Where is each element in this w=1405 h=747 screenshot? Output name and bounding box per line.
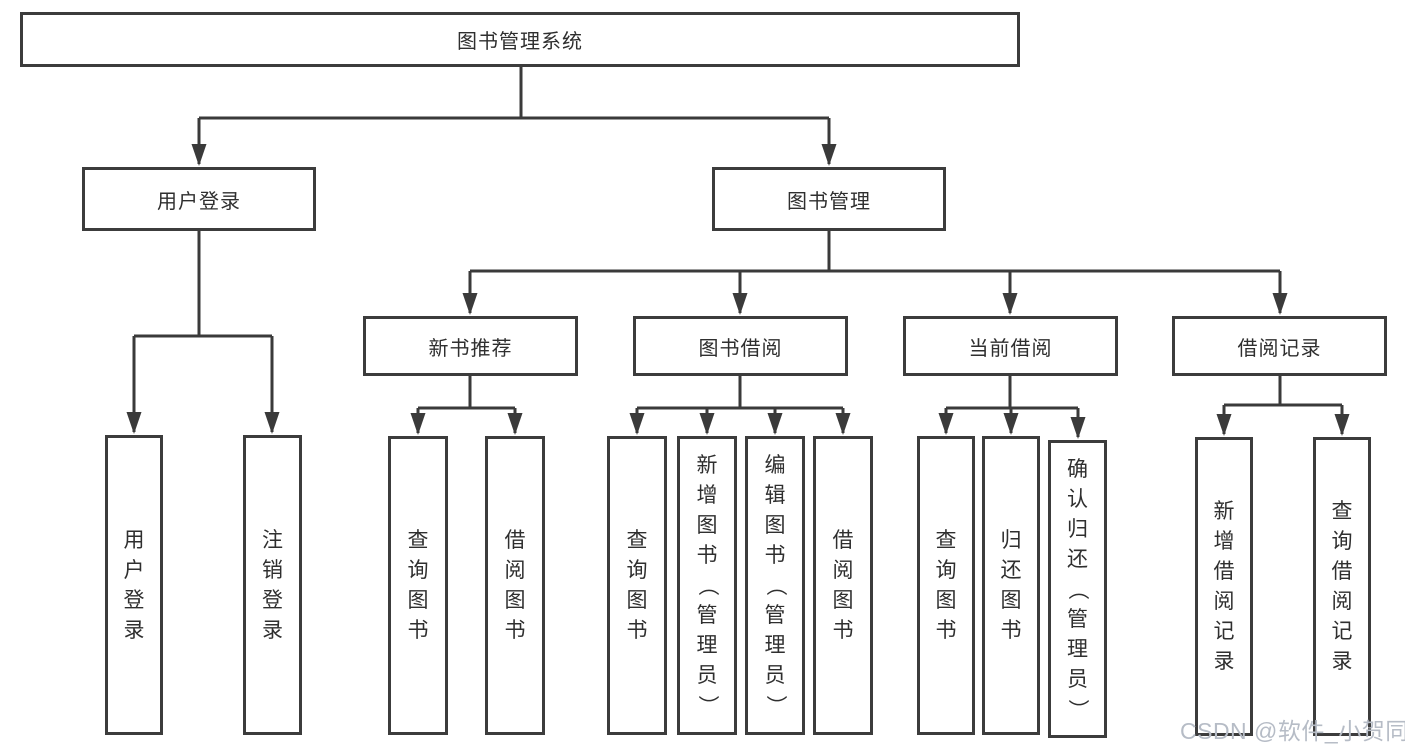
leaf-nbr-borrow-books: 借阅图书: [485, 436, 545, 735]
node-book-management: 图书管理: [712, 167, 946, 231]
node-borrowing-records: 借阅记录: [1172, 316, 1387, 376]
node-book-borrowing: 图书借阅: [633, 316, 848, 376]
node-new-book-recommendation: 新书推荐: [363, 316, 578, 376]
node-library-management-system: 图书管理系统: [20, 12, 1020, 67]
leaf-user-login: 用户登录: [105, 435, 163, 735]
leaf-logout: 注销登录: [243, 435, 302, 735]
leaf-cb-query-books: 查询图书: [917, 436, 975, 735]
leaf-br-add-record: 新增借阅记录: [1195, 437, 1253, 736]
node-current-borrowing: 当前借阅: [903, 316, 1118, 376]
leaf-cb-confirm-return-admin: 确认归还（管理员）: [1048, 440, 1107, 738]
leaf-bb-add-books-admin: 新增图书（管理员）: [677, 436, 737, 735]
leaf-bb-edit-books-admin: 编辑图书（管理员）: [745, 436, 805, 735]
csdn-watermark: CSDN @软件_小贺同学: [1180, 718, 1405, 744]
leaf-br-query-record: 查询借阅记录: [1313, 437, 1371, 736]
leaf-bb-borrow-books: 借阅图书: [813, 436, 873, 735]
leaf-cb-return-books: 归还图书: [982, 436, 1040, 735]
node-user-login: 用户登录: [82, 167, 316, 231]
leaf-bb-query-books: 查询图书: [607, 436, 667, 735]
leaf-nbr-query-books: 查询图书: [388, 436, 448, 735]
